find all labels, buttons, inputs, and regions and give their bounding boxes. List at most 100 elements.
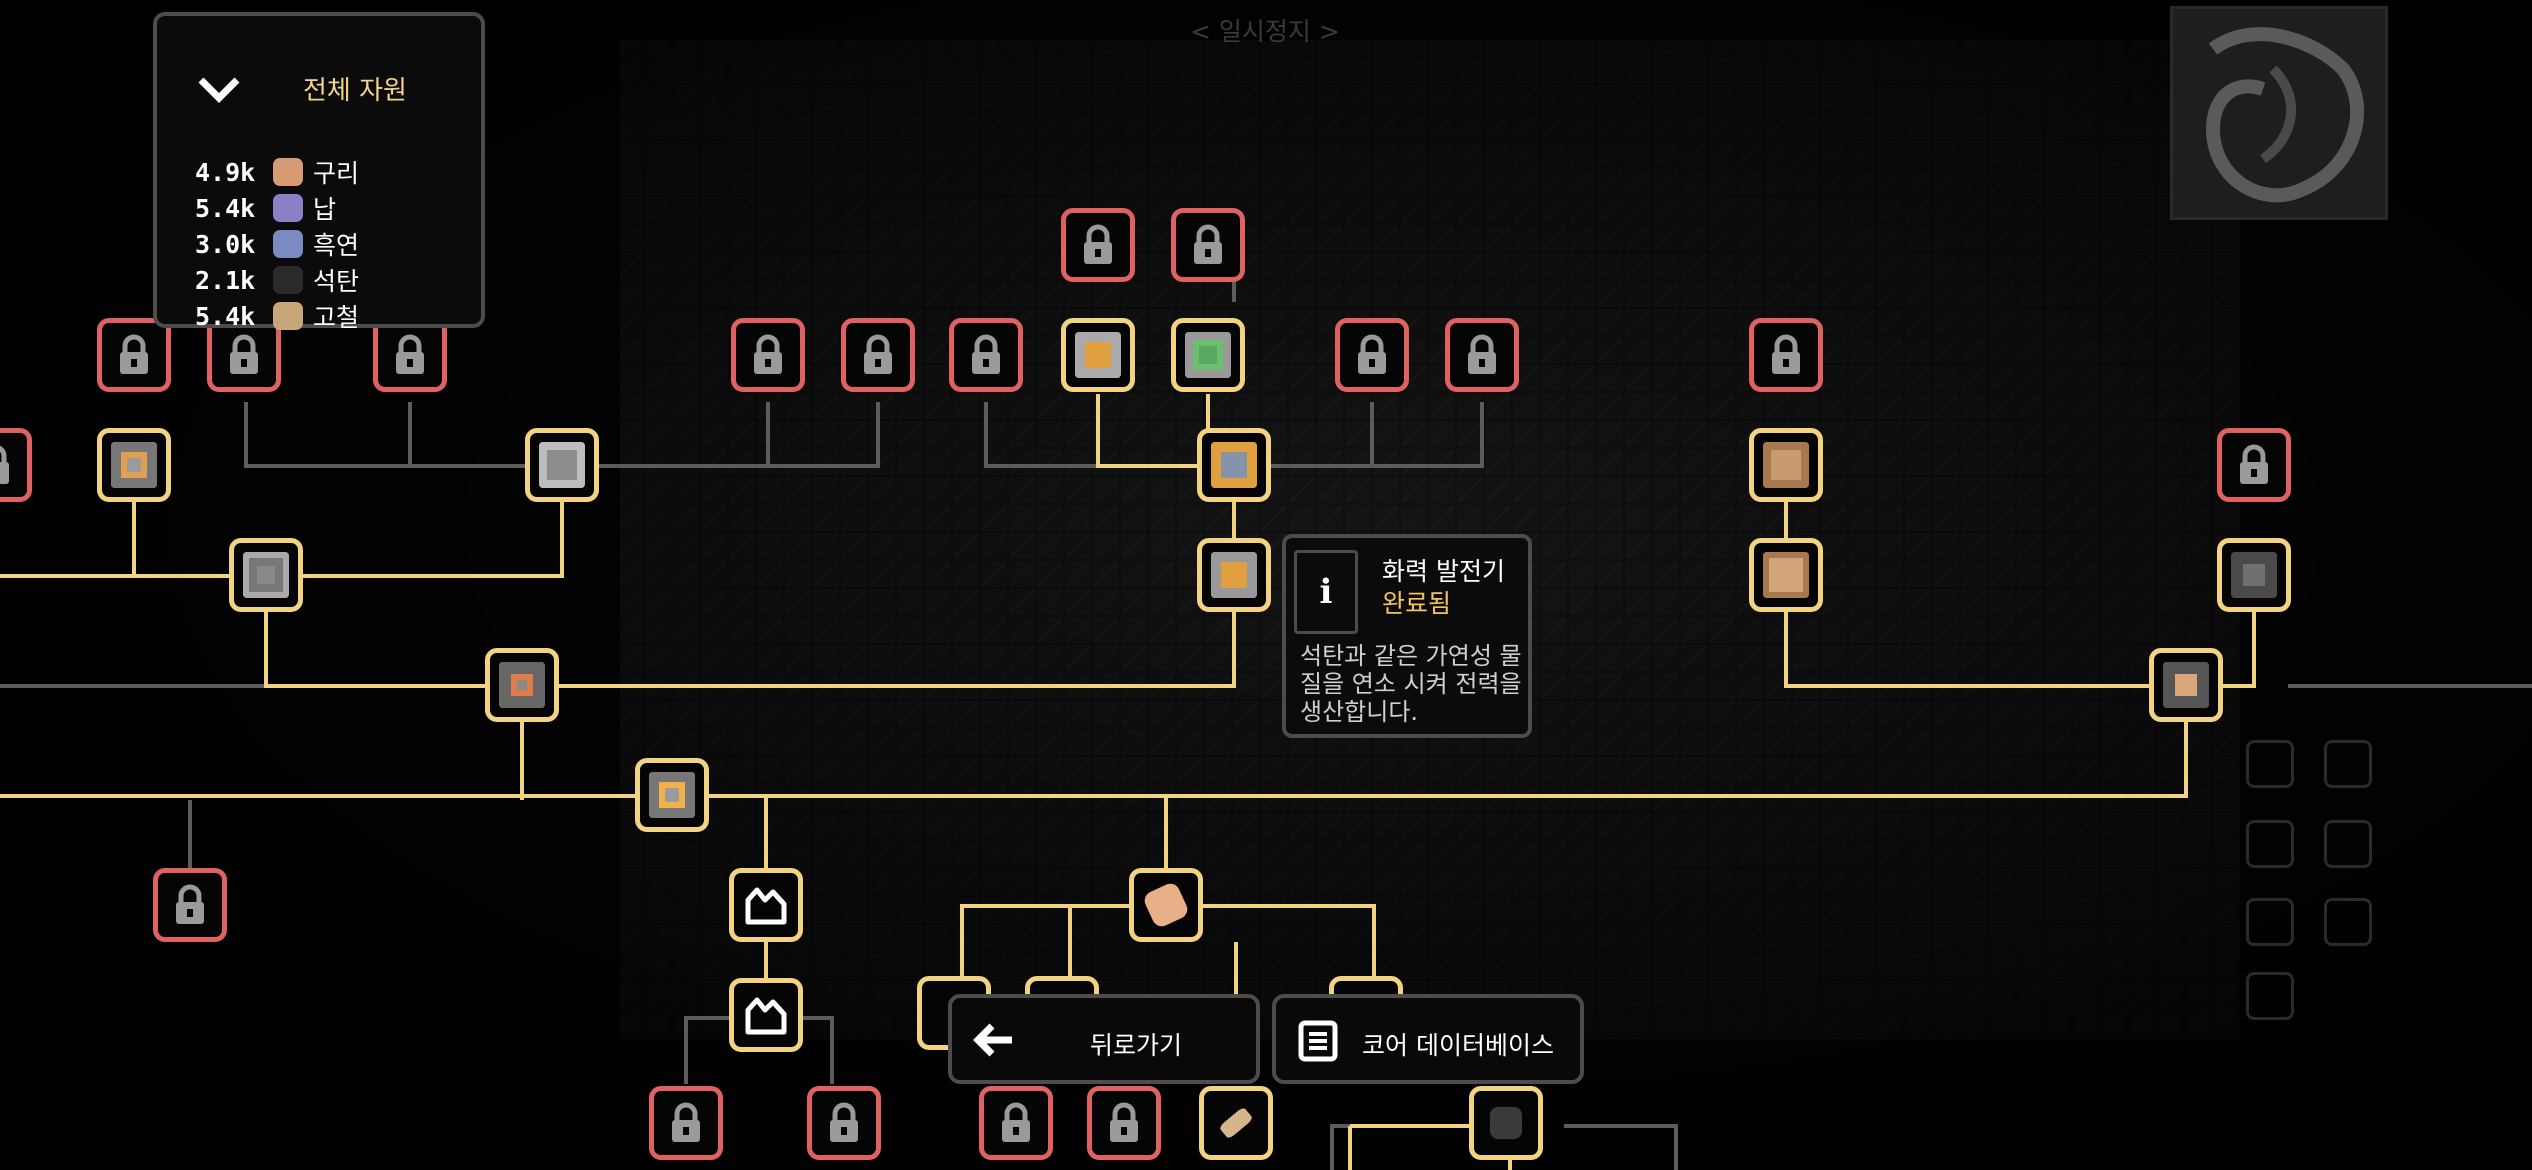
core-icon <box>745 887 787 925</box>
tech-node-locked[interactable] <box>373 318 447 392</box>
resource-name: 흑연 <box>313 231 360 260</box>
tech-node-locked[interactable] <box>0 428 32 502</box>
tech-node-copper-wall-large[interactable] <box>1749 538 1823 612</box>
toolbar-units-icon[interactable] <box>2246 972 2294 1020</box>
resource-amount: 5.4k <box>195 301 256 331</box>
lock-icon <box>1358 334 1386 374</box>
resource-name: 구리 <box>313 159 360 188</box>
toolbar-conveyor-icon[interactable] <box>2324 740 2372 788</box>
tech-node-scrap[interactable] <box>1199 1086 1273 1160</box>
tech-node-combustion-generator[interactable] <box>1197 538 1271 612</box>
lock-icon <box>1194 224 1222 264</box>
resource-row-coal: 2.1k 석탄 <box>195 262 359 298</box>
scatter-turret-icon <box>2231 552 2277 598</box>
database-icon <box>1298 1020 1338 1062</box>
tech-node-battery[interactable] <box>1171 318 1245 392</box>
resource-amount: 5.4k <box>195 193 256 223</box>
lock-icon <box>830 1102 858 1142</box>
router-block-icon <box>111 442 157 488</box>
lock-icon <box>864 334 892 374</box>
lock-icon <box>754 334 782 374</box>
copper-icon <box>273 158 303 186</box>
lock-icon <box>0 445 9 484</box>
resource-name: 석탄 <box>313 267 360 296</box>
resource-amount: 3.0k <box>195 229 256 259</box>
tech-node-copper-wall[interactable] <box>1749 428 1823 502</box>
info-icon[interactable]: i <box>1294 550 1358 634</box>
scrap-item-icon <box>1218 1106 1254 1140</box>
resource-name: 고철 <box>313 303 360 332</box>
back-button[interactable]: 뒤로가기 <box>948 994 1260 1084</box>
lock-icon <box>672 1102 700 1142</box>
tech-node-locked[interactable] <box>1445 318 1519 392</box>
toolbar-distribution-icon[interactable] <box>2246 820 2294 868</box>
tech-node-conveyor[interactable] <box>635 758 709 832</box>
tech-node-scatter[interactable] <box>2217 538 2291 612</box>
minimap-terrain <box>2205 27 2365 203</box>
tech-node-duo[interactable] <box>2149 648 2223 722</box>
tech-node-conveyor-bridge[interactable] <box>485 648 559 722</box>
resource-amount: 2.1k <box>195 265 256 295</box>
tooltip-status: 완료됨 <box>1382 589 1452 618</box>
tech-node-locked[interactable] <box>153 868 227 942</box>
lock-icon <box>120 334 148 374</box>
tech-node-locked[interactable] <box>1749 318 1823 392</box>
lock-icon <box>1002 1102 1030 1142</box>
tech-node-core[interactable] <box>729 868 803 942</box>
tech-node-core-2[interactable] <box>729 978 803 1052</box>
tech-node-locked[interactable] <box>841 318 915 392</box>
back-button-label: 뒤로가기 <box>1090 1031 1183 1060</box>
conveyor-block-icon <box>649 772 695 818</box>
core-database-label: 코어 데이터베이스 <box>1362 1031 1554 1060</box>
tech-info-tooltip: i 화력 발전기 완료됨 석탄과 같은 가연성 물질을 연소 시켜 전력을 생산… <box>1282 534 1532 738</box>
toolbar-defense-icon[interactable] <box>2246 898 2294 946</box>
tech-node-copper[interactable] <box>1129 868 1203 942</box>
chevron-down-icon[interactable] <box>197 74 241 104</box>
tech-node-locked[interactable] <box>1335 318 1409 392</box>
tech-node-locked[interactable] <box>949 318 1023 392</box>
toolbar-factory-icon[interactable] <box>2324 898 2372 946</box>
toolbar-turret-icon[interactable] <box>2246 740 2294 788</box>
tech-node-locked[interactable] <box>649 1086 723 1160</box>
tech-node-locked[interactable] <box>1061 208 1135 282</box>
core-database-button[interactable]: 코어 데이터베이스 <box>1272 994 1584 1084</box>
lock-icon <box>2240 444 2268 484</box>
duo-turret-icon <box>2163 662 2209 708</box>
tech-node-power-node[interactable] <box>1061 318 1135 392</box>
lock-icon <box>396 334 424 374</box>
tech-node-locked[interactable] <box>2217 428 2291 502</box>
tech-node-router[interactable] <box>97 428 171 502</box>
tech-node-locked[interactable] <box>1171 208 1245 282</box>
toolbar-power-icon[interactable] <box>2324 820 2372 868</box>
tech-node-mender[interactable] <box>1197 428 1271 502</box>
copper-wall-large-icon <box>1763 552 1809 598</box>
lock-icon <box>230 334 258 374</box>
sorter-block-icon <box>539 442 585 488</box>
resource-row-graphite: 3.0k 흑연 <box>195 226 359 262</box>
tech-node-sorter[interactable] <box>525 428 599 502</box>
tooltip-name: 화력 발전기 <box>1382 557 1505 586</box>
resource-row-scrap: 5.4k 고철 <box>195 298 359 334</box>
pause-label: < 일시정지 > <box>1190 17 1340 46</box>
junction-block-icon <box>243 552 289 598</box>
lock-icon <box>972 334 1000 374</box>
resource-amount: 4.9k <box>195 157 256 187</box>
tech-node-junction[interactable] <box>229 538 303 612</box>
minimap[interactable] <box>2170 6 2388 220</box>
mender-block-icon <box>1211 442 1257 488</box>
tech-node-coal[interactable] <box>1469 1086 1543 1160</box>
tech-node-locked[interactable] <box>807 1086 881 1160</box>
combustion-generator-icon <box>1211 552 1257 598</box>
tech-node-locked[interactable] <box>97 318 171 392</box>
core-icon <box>745 997 787 1035</box>
tech-node-locked[interactable] <box>731 318 805 392</box>
lock-icon <box>176 884 204 924</box>
lock-icon <box>1468 334 1496 374</box>
tech-node-locked[interactable] <box>979 1086 1053 1160</box>
tech-node-locked[interactable] <box>207 318 281 392</box>
copper-wall-icon <box>1763 442 1809 488</box>
copper-item-icon <box>1141 880 1191 930</box>
tech-node-locked[interactable] <box>1087 1086 1161 1160</box>
